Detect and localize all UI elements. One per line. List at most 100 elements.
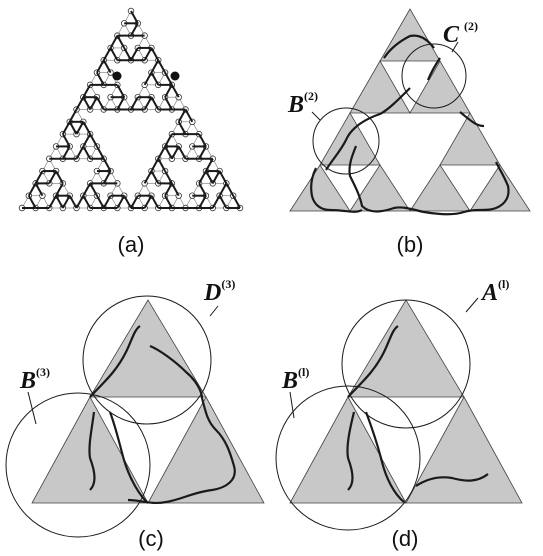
walk-edge — [143, 170, 153, 184]
walk-edge — [116, 35, 126, 49]
walk-edge — [116, 96, 126, 110]
panel-b: C(2) B(2) (b) — [287, 8, 531, 257]
walk-edge — [102, 59, 112, 74]
region-circle-D3 — [82, 295, 212, 425]
gray-triangle-top — [347, 299, 465, 398]
walk-edge — [171, 145, 180, 160]
walk-edge — [123, 195, 132, 209]
walk-path — [310, 34, 510, 216]
walk-edge — [198, 182, 207, 197]
walk-edge — [198, 145, 207, 160]
walk-edge — [62, 145, 71, 160]
walk-edge — [171, 182, 180, 197]
walk-edge — [157, 158, 166, 172]
walk-edge — [96, 96, 105, 110]
walk-edge — [96, 72, 105, 86]
gray-triangle-top — [89, 299, 207, 398]
walk-edge — [48, 170, 57, 184]
walk-edge — [68, 109, 78, 123]
region-circle-C2 — [401, 43, 467, 109]
walk-edge — [82, 84, 91, 98]
walk-edge — [27, 195, 37, 209]
gray-triangle — [469, 164, 531, 212]
walk-edge — [198, 195, 207, 209]
walk-edge — [143, 72, 153, 86]
gray-triangle — [409, 60, 471, 114]
walk-edge — [164, 84, 173, 98]
walk-edge — [62, 121, 71, 135]
walk-edge — [109, 47, 119, 61]
label-pointer — [209, 305, 219, 317]
panel-caption-a: (a) — [118, 232, 145, 257]
walk-edge — [96, 145, 105, 160]
walk-edge — [55, 182, 64, 197]
walk-edge — [109, 35, 119, 49]
walk-edge — [150, 59, 160, 74]
walk-edge — [143, 96, 153, 110]
walk-edge — [102, 170, 112, 184]
walk-edge — [164, 96, 173, 110]
walk-edge — [68, 195, 78, 209]
label-Bl: B(l) — [281, 365, 309, 394]
walk-edge — [177, 145, 187, 160]
walk-edge — [150, 47, 160, 61]
walk-edge — [96, 195, 105, 209]
panel-a: (a) — [18, 7, 244, 257]
walk-edge — [150, 170, 160, 184]
walk-edge — [102, 47, 112, 61]
walk-edge — [164, 72, 173, 86]
walk-edge — [96, 59, 105, 74]
walk-edge — [82, 121, 91, 135]
walk-edge — [150, 72, 160, 86]
walk-edge — [164, 133, 173, 147]
walk-edge — [116, 195, 126, 209]
label-pointer — [311, 111, 321, 121]
walk-edge — [205, 158, 214, 172]
walk-edge — [157, 145, 166, 160]
walk-edge — [171, 84, 180, 98]
walk-edge — [62, 133, 71, 147]
panel-caption-c: (c) — [138, 526, 164, 551]
walk-edge — [34, 170, 44, 184]
walk-edge — [75, 121, 85, 135]
walk-edge — [82, 96, 91, 110]
walk-path — [346, 325, 489, 503]
label-D3: D(3) — [203, 277, 235, 306]
walk-edge — [130, 96, 139, 110]
walk-edge — [150, 158, 160, 172]
walk-edge — [198, 170, 207, 184]
label-Al: A(l) — [480, 277, 509, 306]
walk-edge — [75, 145, 85, 160]
walk-edge — [116, 84, 126, 98]
walk-edge — [89, 133, 98, 147]
walk-edge — [102, 195, 112, 209]
walk-edge — [68, 121, 78, 135]
region-circle-B3 — [5, 392, 151, 538]
walk-edge — [184, 109, 194, 123]
marked-vertex-right — [170, 71, 180, 81]
gray-triangle — [349, 60, 411, 114]
walk-path — [88, 325, 236, 505]
walk-edge — [150, 195, 160, 209]
walk-edge — [27, 182, 37, 197]
walk-edge — [62, 195, 71, 209]
walk-edge — [143, 195, 153, 209]
label-pointer — [289, 391, 295, 419]
walk-path — [22, 10, 241, 209]
panel-caption-d: (d) — [392, 526, 419, 551]
walk-edge — [218, 182, 228, 197]
walk-edge — [89, 182, 98, 197]
walk-edge — [55, 195, 64, 209]
walk-edge — [130, 22, 139, 37]
gray-triangle — [289, 164, 351, 212]
label-pointer — [465, 297, 479, 313]
walk-edge — [55, 170, 64, 184]
walk-edge — [198, 133, 207, 147]
walk-edge — [82, 133, 91, 147]
walk-edge — [130, 10, 139, 24]
walk-edge — [218, 170, 228, 184]
walk-edge — [164, 145, 173, 160]
walk-edge — [157, 59, 166, 74]
walk-edge — [102, 158, 112, 172]
gray-triangle — [409, 164, 471, 212]
